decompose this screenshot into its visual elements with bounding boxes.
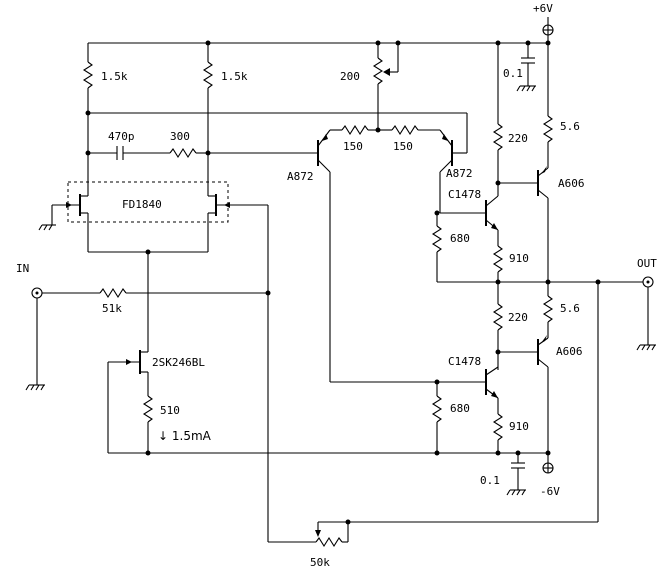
resistor-5p6-bottom [542,282,554,338]
label-r-220-top: 220 [508,132,528,145]
output-rail [437,276,656,351]
label-c-470p: 470p [108,130,135,143]
label-q-2sk246: 2SK246BL [152,356,205,369]
transistor-a872-left [317,129,437,383]
cap-0p1-bottom [506,453,526,496]
resistor-1k5-middle [202,43,214,196]
ground-left [38,205,56,231]
resistor-220-top [492,43,504,196]
resistor-1k5-left [82,43,94,196]
label-r-510: 510 [160,404,180,417]
label-current: ↓ 1.5mA [158,429,212,443]
label-q-a606-bottom: A606 [556,345,583,358]
resistor-5p6-top [542,43,554,168]
feedback-wire-top [88,112,468,140]
label-vminus: -6V [540,485,560,498]
label-r-150-left: 150 [343,140,363,153]
label-r-56-top: 5.6 [560,120,580,133]
resistor-680-top [431,213,443,282]
resistor-51k [99,287,268,299]
label-c-01-bottom: 0.1 [480,474,500,487]
resistor-510 [142,395,154,453]
label-pot-50k: 50k [310,556,330,569]
label-r-150-right: 150 [393,140,413,153]
top-supply-rail [88,17,554,44]
label-r-300: 300 [170,130,190,143]
label-q-c1478-top: C1478 [448,188,481,201]
transistor-c1478-top [440,195,499,246]
resistor-910-bottom [492,413,504,453]
label-r-910-bottom: 910 [509,420,529,433]
component-labels: +6V -6V OUT IN 1.5k 1.5k 200 470p 300 15… [16,2,657,569]
label-fd1840: FD1840 [122,198,162,211]
label-r-pot-top: 200 [340,70,360,83]
label-r-680-top: 680 [450,232,470,245]
junction-dots [85,40,601,525]
jfet-2sk246 [107,252,149,453]
label-q-c1478-bottom: C1478 [448,355,481,368]
transistor-a872-right [439,129,468,213]
transistor-a606-bottom [498,335,549,453]
label-q-a606-top: A606 [558,177,585,190]
label-in: IN [16,262,29,275]
negative-supply-terminal [542,453,554,474]
label-out: OUT [637,257,657,270]
label-c-01-top: 0.1 [503,67,523,80]
resistor-150-left [330,124,378,136]
input-terminal [25,287,100,391]
label-r-910-top: 910 [509,252,529,265]
transistor-a606-top [498,166,549,282]
resistor-910-top [492,245,504,282]
cap-470p [88,146,170,160]
label-r-680-bottom: 680 [450,402,470,415]
label-r-56-bottom: 5.6 [560,302,580,315]
pot-200 [372,43,399,130]
fd1840-package [52,181,268,253]
resistor-220-bottom [492,282,504,370]
label-vplus: +6V [533,2,553,15]
label-q-a872-right: A872 [446,167,473,180]
label-q-a872-left: A872 [287,170,314,183]
resistor-300 [169,147,208,159]
label-r-left-top: 1.5k [101,70,128,83]
label-r-mid-top: 1.5k [221,70,248,83]
pot-50k [315,282,599,548]
label-r-51k: 51k [102,302,122,315]
label-r-220-bottom: 220 [508,311,528,324]
resistor-680-bottom [431,382,443,453]
transistor-c1478-bottom [437,366,499,414]
resistor-150-right [378,124,440,136]
